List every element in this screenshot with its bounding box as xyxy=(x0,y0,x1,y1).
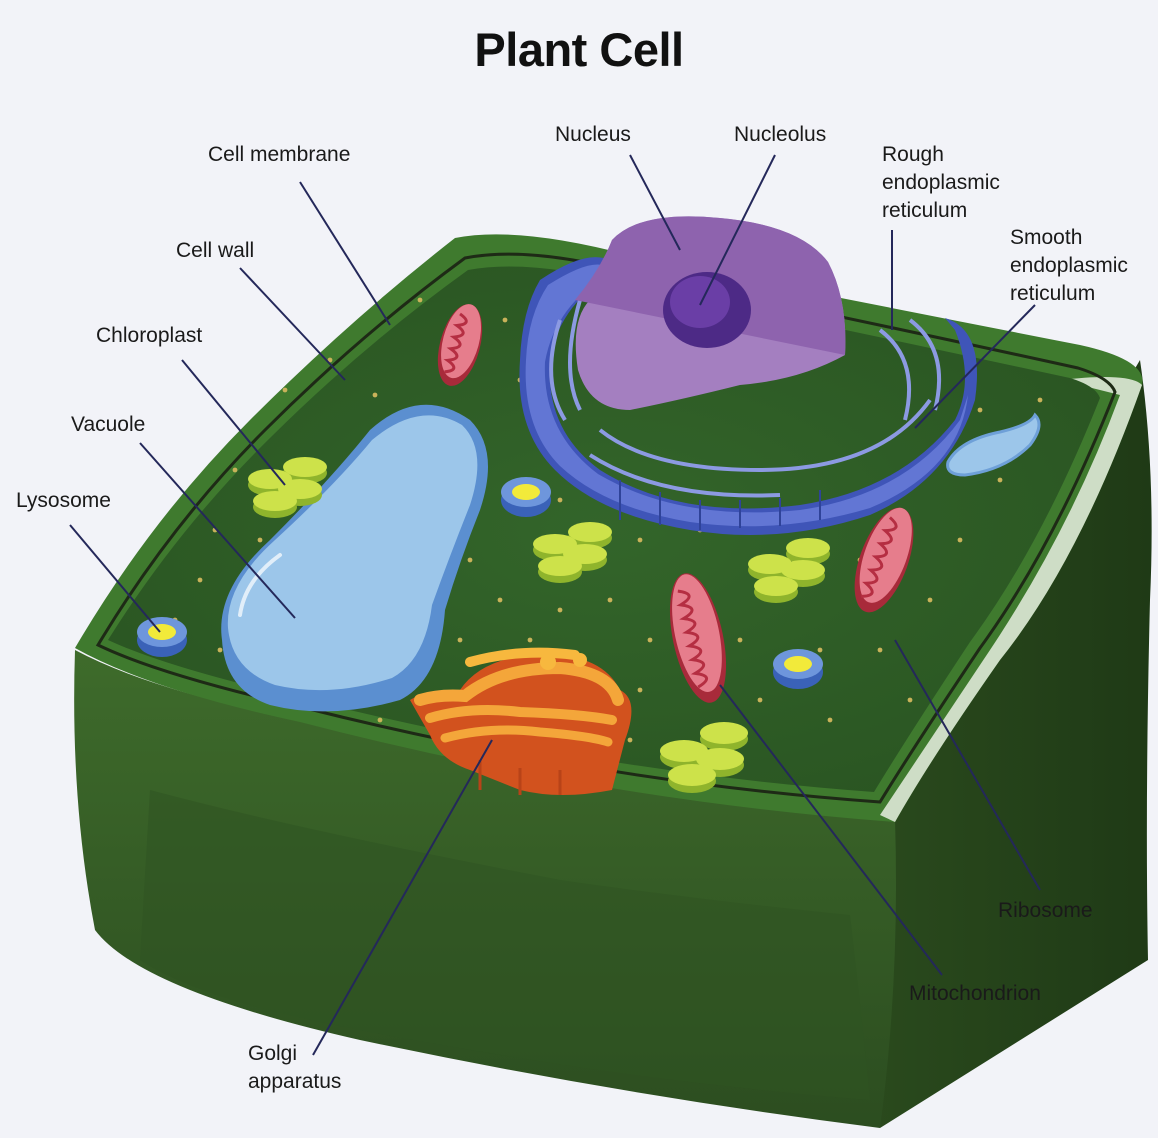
label-nucleolus: Nucleolus xyxy=(734,123,827,146)
label-lysosome: Lysosome xyxy=(16,489,111,512)
label-mitochondrion: Mitochondrion xyxy=(909,982,1041,1005)
label-cell-wall: Cell wall xyxy=(176,239,255,262)
leader-lysosome xyxy=(69,524,161,633)
leader-smooth-er xyxy=(914,304,1036,429)
leader-nucleus xyxy=(629,154,681,251)
leader-mitochondrion xyxy=(719,684,943,976)
cell-wall-side xyxy=(870,360,1152,1128)
leader-vacuole xyxy=(139,442,296,619)
leader-cell-wall xyxy=(239,267,346,381)
leader-golgi xyxy=(312,739,493,1056)
chloroplasts xyxy=(248,457,830,793)
label-cell-membrane: Cell membrane xyxy=(208,143,351,166)
leader-cell-membrane xyxy=(299,181,391,326)
label-smooth-er: Smooth endoplasmic reticulum xyxy=(1010,226,1128,305)
vacuole xyxy=(221,404,489,712)
leader-nucleolus xyxy=(699,154,776,306)
endoplasmic-reticulum xyxy=(519,257,977,535)
lysosomes xyxy=(137,477,823,689)
label-rough-er: Rough endoplasmic reticulum xyxy=(882,143,1000,222)
label-ribosome: Ribosome xyxy=(998,899,1093,922)
page-title: Plant Cell xyxy=(474,23,684,76)
label-chloroplast: Chloroplast xyxy=(96,324,203,347)
label-nucleus: Nucleus xyxy=(555,123,631,146)
leader-chloroplast xyxy=(181,359,286,486)
leader-lines xyxy=(69,154,1041,1056)
small-vacuole xyxy=(946,412,1041,477)
label-vacuole: Vacuole xyxy=(71,413,146,436)
mitochondria xyxy=(437,304,914,703)
label-golgi-apparatus: Golgi apparatus xyxy=(248,1042,342,1093)
golgi-apparatus xyxy=(410,647,632,795)
leader-ribosome xyxy=(894,639,1041,891)
